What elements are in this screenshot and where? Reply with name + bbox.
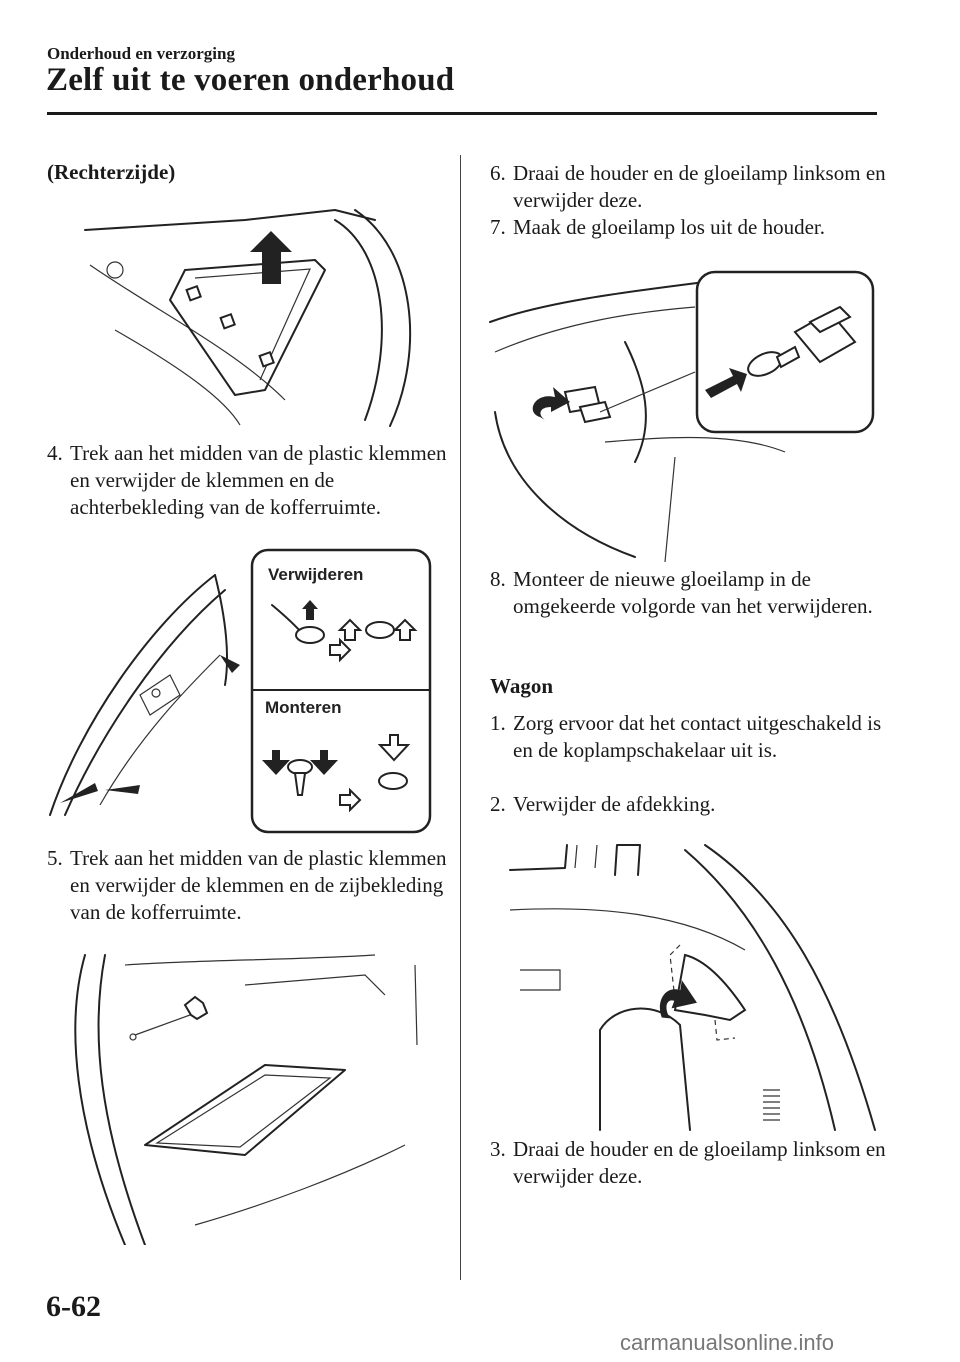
subheading-right-side: (Rechterzijde) bbox=[47, 160, 176, 184]
wagon-step-2-text: Verwijder de afdekking. bbox=[513, 792, 716, 816]
step-6-text: Draai de houder en de gloeilamp linksom … bbox=[513, 161, 886, 212]
step-4: 4. Trek aan het midden van de plastic kl… bbox=[47, 440, 447, 521]
step-5-text: Trek aan het midden van de plastic klemm… bbox=[70, 846, 447, 924]
title-divider bbox=[47, 112, 877, 115]
column-divider bbox=[460, 155, 461, 1280]
step-8-number: 8. bbox=[490, 567, 506, 591]
illustration-bulb-holder bbox=[489, 270, 875, 562]
subheading-wagon: Wagon bbox=[490, 674, 554, 698]
step-7-text: Maak de gloeilamp los uit de houder. bbox=[513, 215, 826, 239]
illustration-rear-trim bbox=[84, 209, 412, 427]
step-8: 8. Monteer de nieuwe gloeilamp in de omg… bbox=[490, 566, 890, 620]
step-4-number: 4. bbox=[47, 441, 63, 465]
wagon-step-1-text: Zorg ervoor dat het contact uitgeschakel… bbox=[513, 711, 882, 762]
wagon-step-1: 1. Zorg ervoor dat het contact uitgescha… bbox=[490, 710, 890, 764]
illustration-wagon-cover bbox=[509, 844, 876, 1131]
remove-label: Verwijderen bbox=[268, 565, 363, 584]
step-7-number: 7. bbox=[490, 215, 506, 239]
install-label: Monteren bbox=[265, 698, 342, 717]
step-6-number: 6. bbox=[490, 161, 506, 185]
step-7: 7. Maak de gloeilamp los uit de houder. bbox=[490, 214, 890, 241]
section-label: Onderhoud en verzorging bbox=[47, 44, 235, 63]
wagon-step-3-text: Draai de houder en de gloeilamp linksom … bbox=[513, 1137, 886, 1188]
step-6: 6. Draai de houder en de gloeilamp links… bbox=[490, 160, 890, 214]
wagon-step-3: 3. Draai de houder en de gloeilamp links… bbox=[490, 1136, 890, 1190]
illustration-clip-removal: Verwijderen Monteren bbox=[49, 548, 432, 834]
wagon-step-3-number: 3. bbox=[490, 1137, 506, 1161]
wagon-step-2-number: 2. bbox=[490, 792, 506, 816]
illustration-side-trim bbox=[74, 954, 418, 1245]
page-number: 6-62 bbox=[46, 1290, 101, 1323]
step-5: 5. Trek aan het midden van de plastic kl… bbox=[47, 845, 447, 926]
vent-grille bbox=[763, 1089, 780, 1121]
watermark[interactable]: carmanualsonline.info bbox=[620, 1330, 835, 1355]
step-8-text: Monteer de nieuwe gloeilamp in de omgeke… bbox=[513, 567, 873, 618]
wagon-step-1-number: 1. bbox=[490, 711, 506, 735]
step-5-number: 5. bbox=[47, 846, 63, 870]
wagon-step-2: 2. Verwijder de afdekking. bbox=[490, 791, 890, 818]
step-4-text: Trek aan het midden van de plastic klemm… bbox=[70, 441, 447, 519]
page-title: Zelf uit te voeren onderhoud bbox=[46, 62, 455, 98]
